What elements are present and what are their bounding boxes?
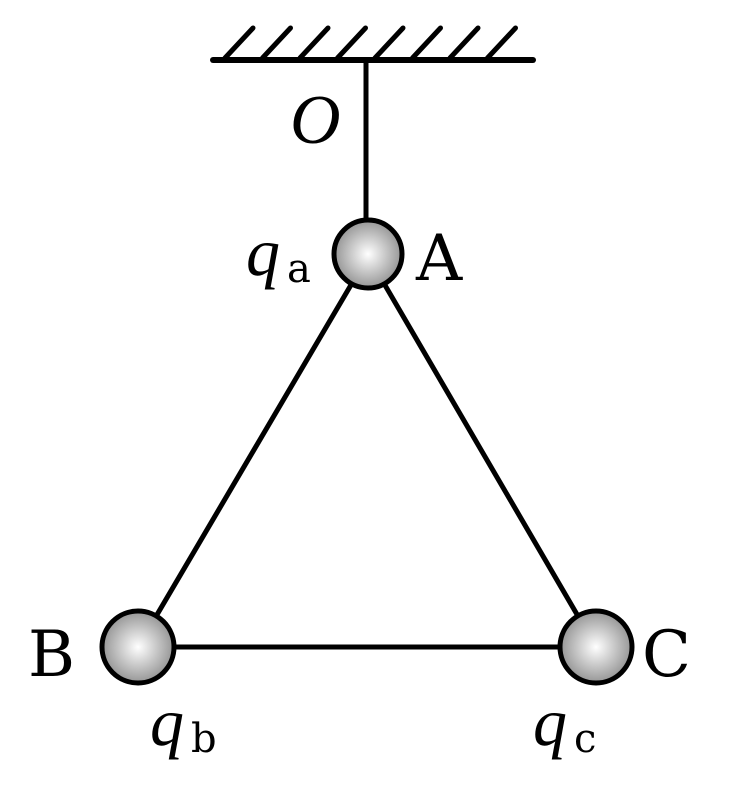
svg-text:q: q xyxy=(533,684,567,760)
svg-text:q: q xyxy=(246,214,280,290)
charge-qa: q a xyxy=(246,214,311,292)
label-C: C xyxy=(642,618,691,692)
ceiling xyxy=(210,25,536,63)
charge-qb: q b xyxy=(150,684,217,762)
svg-text:q: q xyxy=(150,684,184,760)
triangle-rods xyxy=(135,254,599,650)
charge-qc: q c xyxy=(533,684,596,762)
ceiling-hatch-mark xyxy=(222,25,256,61)
ceiling-hatch-mark xyxy=(410,25,443,61)
ceiling-hatch-mark xyxy=(485,25,518,61)
ceiling-hatch-mark xyxy=(335,25,368,61)
ball-C xyxy=(557,608,635,686)
ceiling-hatch-mark xyxy=(297,25,331,61)
ceiling-hatch-mark xyxy=(260,25,293,61)
ceiling-hatch-mark xyxy=(447,25,481,61)
svg-text:c: c xyxy=(574,716,596,762)
svg-text:a: a xyxy=(287,246,311,292)
ball-A xyxy=(331,217,405,291)
label-B: B xyxy=(28,618,75,692)
ceiling-hatch-mark xyxy=(372,25,406,61)
svg-text:b: b xyxy=(191,716,217,762)
label-O: O xyxy=(290,82,341,159)
ball-B xyxy=(99,608,177,686)
label-A: A xyxy=(415,222,463,296)
